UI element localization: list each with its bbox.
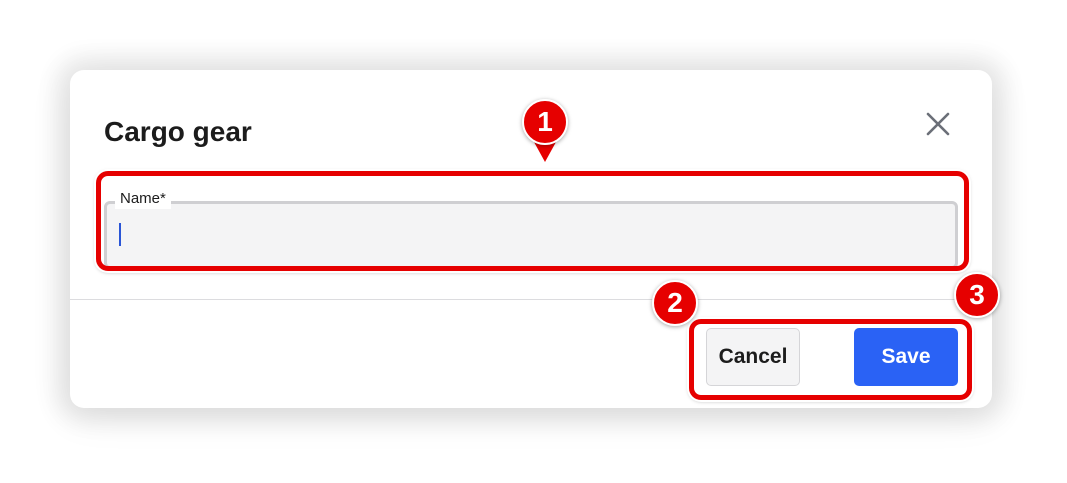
- text-cursor: [119, 223, 121, 246]
- annotation-badge-3: 3: [954, 272, 1000, 318]
- close-icon: [926, 112, 950, 136]
- name-field-label: Name*: [115, 189, 171, 209]
- annotation-badge-2: 2: [652, 280, 698, 326]
- close-button[interactable]: [922, 108, 954, 140]
- footer-divider: [70, 299, 992, 300]
- dialog-title: Cargo gear: [104, 116, 252, 147]
- name-field[interactable]: Name*: [104, 189, 958, 269]
- annotation-badge-1: 1: [522, 99, 568, 145]
- name-input[interactable]: [117, 220, 947, 250]
- badge-1-pointer: [534, 142, 556, 162]
- cancel-button[interactable]: Cancel: [706, 328, 800, 386]
- save-button[interactable]: Save: [854, 328, 958, 386]
